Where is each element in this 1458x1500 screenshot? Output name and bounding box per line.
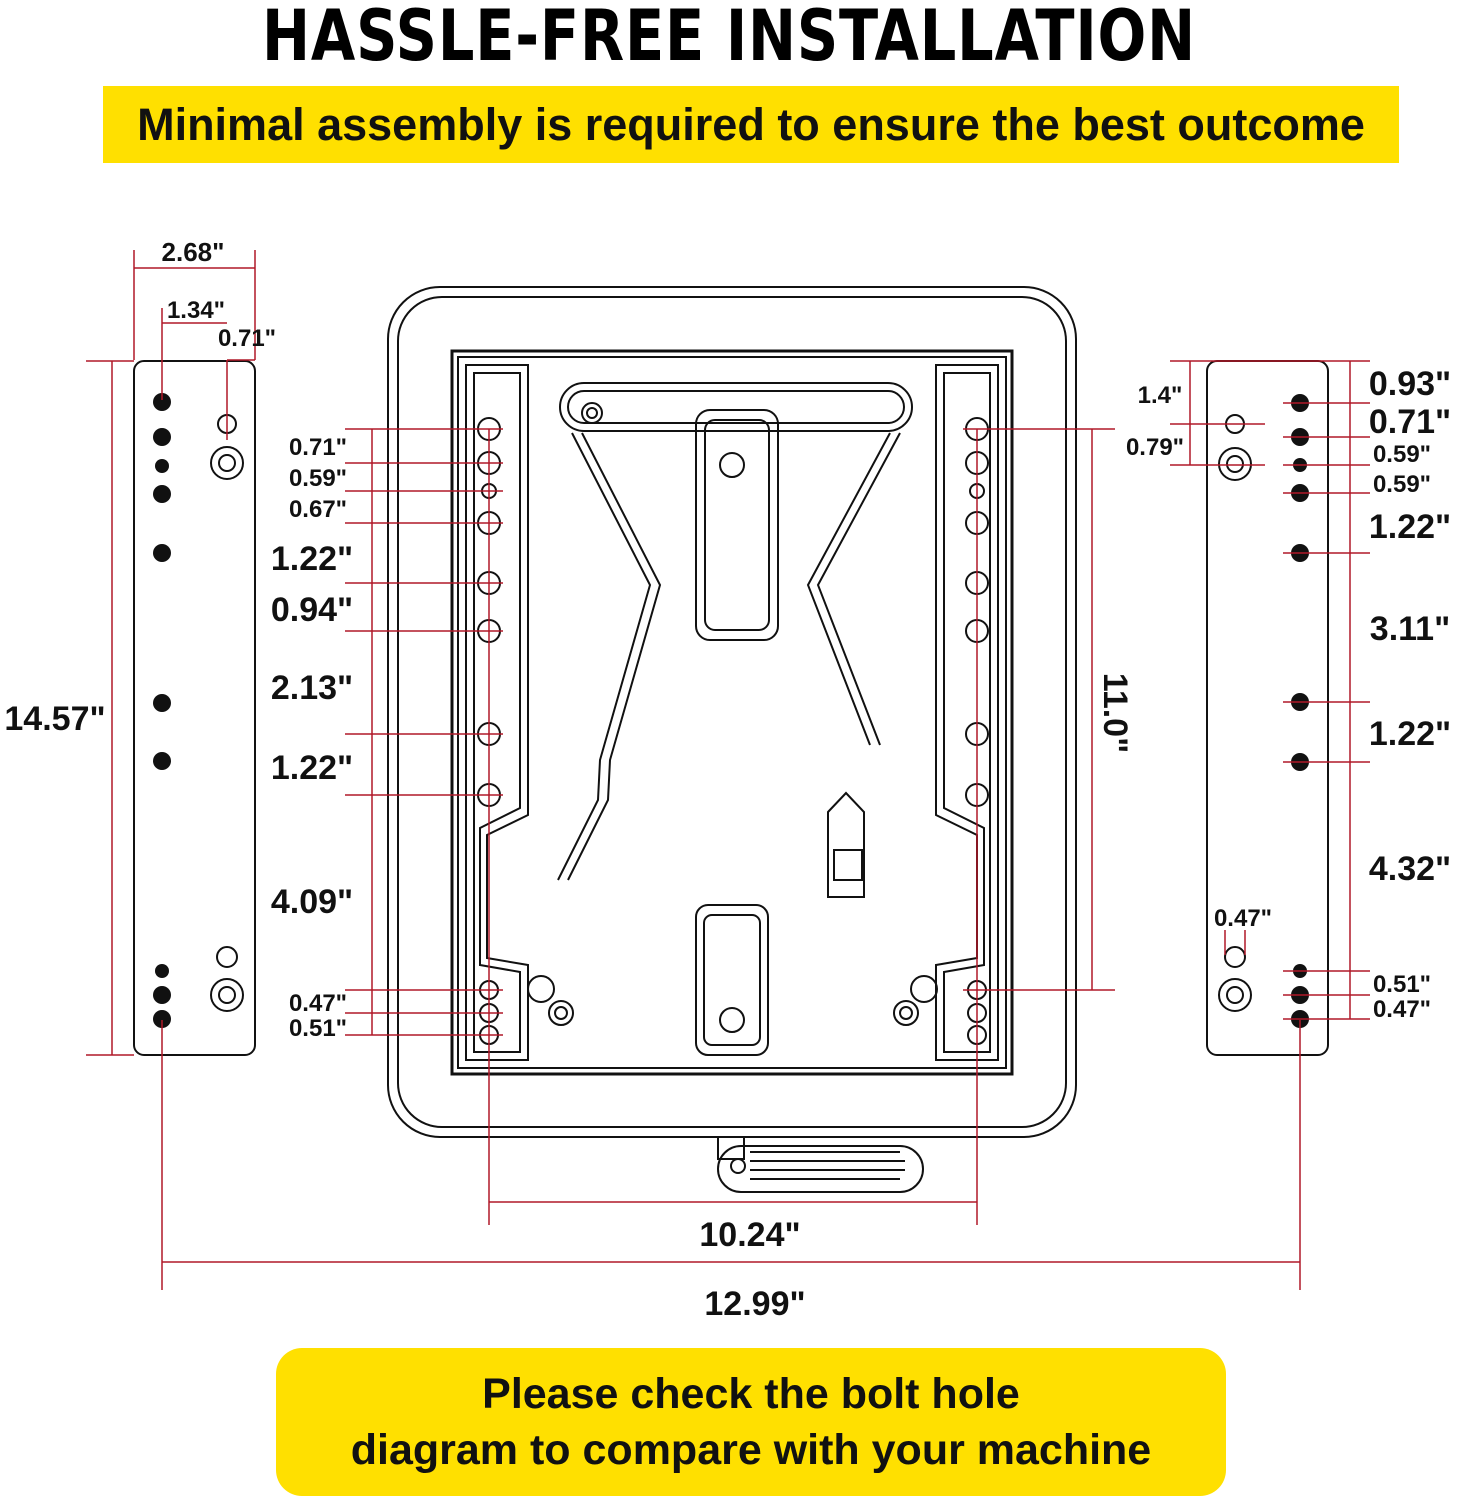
footer-line-2: diagram to compare with your machine — [350, 1426, 1152, 1474]
left-rail — [133, 360, 256, 1056]
dim-right-2: 0.71" — [1369, 403, 1451, 441]
dim-seat-left-7: 1.22" — [271, 749, 353, 787]
center-slot-bottom — [695, 904, 769, 1056]
seat-top-bar — [559, 382, 913, 432]
seat-latch — [827, 791, 865, 898]
dim-right-7: 1.22" — [1369, 715, 1451, 753]
dim-seat-left-9: 0.47" — [289, 990, 347, 1017]
dim-right-4: 0.59" — [1373, 471, 1431, 498]
footer-line-1: Please check the bolt hole — [482, 1370, 1020, 1418]
dim-seat-left-1: 0.71" — [289, 434, 347, 461]
dimension-labels: 2.68" 1.34" 0.71" 14.57" 0.71" 0.59" 0.6… — [4, 237, 1451, 1323]
dim-seat-height: 11.0" — [1096, 673, 1134, 753]
dim-right-top1: 1.4" — [1138, 382, 1183, 409]
dim-seat-left-10: 0.51" — [289, 1015, 347, 1042]
dim-outer-width: 12.99" — [704, 1285, 805, 1323]
subtitle-banner: Minimal assembly is required to ensure t… — [103, 86, 1399, 163]
dim-seat-left-6: 2.13" — [271, 669, 353, 707]
dim-seat-left-8: 4.09" — [271, 883, 353, 921]
left-channel — [465, 364, 529, 1061]
seat-base-inner — [397, 296, 1067, 1128]
seat-plate — [450, 349, 1014, 1076]
dim-right-hole: 0.47" — [1214, 905, 1272, 932]
dim-left-hole-offset: 0.71" — [218, 325, 276, 352]
spring-wire-right — [806, 432, 891, 746]
seat-base-outer — [387, 286, 1077, 1138]
dim-right-8: 4.32" — [1369, 850, 1451, 888]
dim-seat-left-5: 0.94" — [271, 591, 353, 629]
dim-right-3: 0.59" — [1373, 441, 1431, 468]
dim-right-1: 0.93" — [1369, 365, 1451, 403]
dim-seat-left-4: 1.22" — [271, 540, 353, 578]
page-title: HASSLE-FREE INSTALLATION — [261, 0, 1196, 77]
left-rail-holes — [153, 393, 244, 1028]
dim-right-9: 0.51" — [1373, 971, 1431, 998]
subtitle-text: Minimal assembly is required to ensure t… — [137, 98, 1365, 150]
dim-left-width-half: 1.34" — [167, 297, 225, 324]
dimension-lines — [86, 250, 1370, 1290]
dim-left-length: 14.57" — [4, 700, 105, 738]
dim-right-top2: 0.79" — [1126, 434, 1184, 461]
dim-right-6: 3.11" — [1370, 610, 1450, 648]
footer-note: Please check the bolt hole diagram to co… — [276, 1348, 1226, 1496]
slider-handle — [717, 1136, 924, 1193]
dim-seat-left-3: 0.67" — [289, 496, 347, 523]
center-slot-top — [695, 409, 779, 641]
dim-right-5: 1.22" — [1369, 508, 1451, 546]
dim-right-10: 0.47" — [1373, 996, 1431, 1023]
dim-seat-left-2: 0.59" — [289, 465, 347, 492]
dim-left-width-total: 2.68" — [162, 237, 225, 267]
spring-wire-left — [557, 432, 652, 881]
dim-inner-width: 10.24" — [699, 1216, 800, 1254]
right-rail-holes — [1218, 394, 1309, 1028]
